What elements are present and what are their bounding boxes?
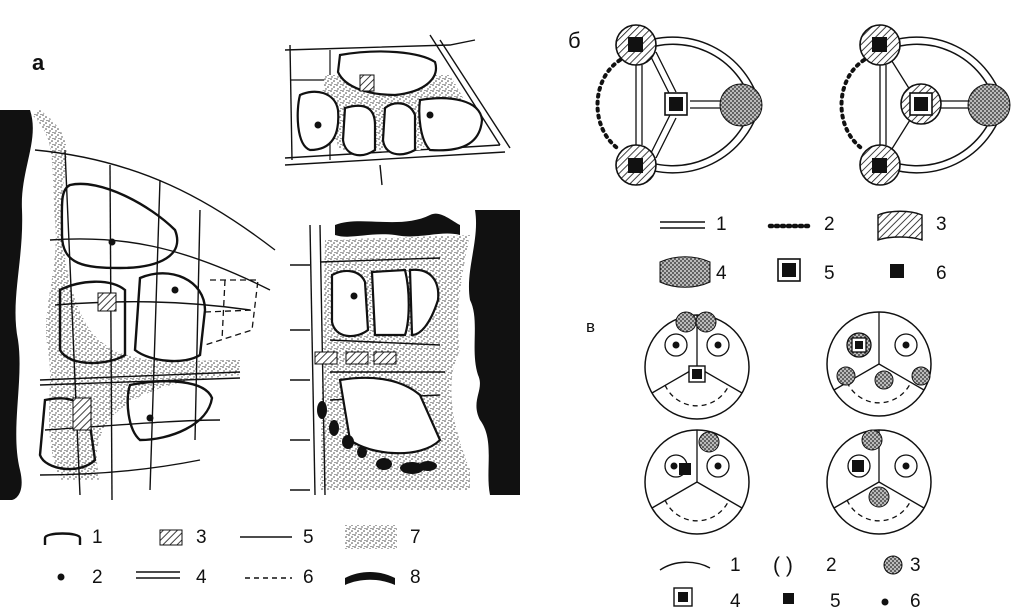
panel-c-label: в: [586, 317, 596, 336]
green-zone: [32, 110, 240, 480]
public-center-hatched: [97, 292, 117, 312]
legend-a-7: 7: [410, 527, 421, 548]
legend-c-symbols: [659, 555, 903, 607]
legend-b-5: 5: [824, 263, 835, 284]
legend-a-6: 6: [303, 567, 314, 588]
legend-c-5: 5: [830, 591, 841, 612]
water-body: [0, 110, 33, 500]
legend-b-symbols: [659, 210, 923, 288]
panel-b-label: б: [568, 28, 581, 53]
scheme-c-1: [644, 311, 750, 420]
scheme-c-3: [644, 429, 750, 535]
panel-a-label: а: [32, 50, 45, 75]
legend-a-8: 8: [410, 567, 421, 588]
legend-c-bracket: ( ): [773, 554, 793, 577]
scheme-b-left: [595, 24, 763, 186]
legend-a-symbols: [43, 525, 397, 585]
scheme-c-2: [826, 311, 932, 417]
legend-b-2: 2: [824, 214, 835, 235]
legend-a-3: 3: [196, 527, 207, 548]
legend-a-5: 5: [303, 527, 314, 548]
legend-b-3: 3: [936, 214, 947, 235]
legend-a-2: 2: [92, 567, 103, 588]
plan-a-bottom: [290, 210, 520, 496]
legend-a-1: 1: [92, 527, 103, 548]
legend-c-2: 2: [826, 555, 837, 576]
plan-a-top: [284, 34, 511, 186]
plan-a-large: [0, 110, 276, 501]
scheme-c-4: [826, 429, 932, 535]
legend-c-6: 6: [910, 591, 921, 612]
legend-c-4: 4: [730, 591, 741, 612]
school-dot: [108, 238, 116, 246]
scheme-b-right: [839, 24, 1011, 186]
legend-a-4: 4: [196, 567, 207, 588]
legend-b-4: 4: [716, 263, 727, 284]
legend-c-3: 3: [910, 555, 921, 576]
legend-b-6: 6: [936, 263, 947, 284]
legend-c-1: 1: [730, 555, 741, 576]
legend-b-1: 1: [716, 214, 727, 235]
